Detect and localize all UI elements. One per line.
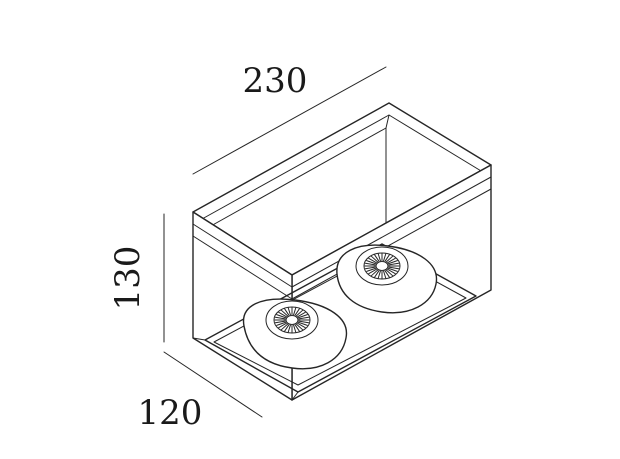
reflector-ray — [274, 316, 286, 320]
reflector-ray — [368, 257, 378, 264]
reflector-ray — [386, 268, 396, 275]
bottom-opening-frame — [204, 243, 477, 393]
reflector-ray — [370, 255, 379, 263]
bottom-opening-inner — [213, 251, 467, 386]
reflector-ray — [366, 267, 377, 272]
height-dimension-label: 130 — [108, 246, 148, 311]
reflector-ray — [297, 321, 308, 326]
reflector-ray — [293, 307, 297, 316]
lamp-left-housing — [242, 298, 348, 370]
reflector-ray — [377, 270, 381, 279]
reflector-ray — [364, 262, 376, 266]
frame-corner-left — [192, 337, 206, 341]
reflector-ray — [385, 269, 394, 277]
housing-rim-lower-line — [192, 127, 387, 237]
reflector-ray — [284, 324, 290, 332]
reflector-ray — [274, 320, 286, 324]
reflector-ray — [287, 307, 291, 316]
reflector-ray — [298, 320, 310, 324]
reflector-ray — [280, 309, 289, 317]
front-band-line-2 — [291, 188, 492, 300]
reflector-ray — [276, 314, 287, 319]
lamp-right-reflector — [355, 246, 409, 286]
left-band-line-1 — [192, 223, 293, 288]
reflector-ray — [296, 311, 306, 318]
reflector-ray — [278, 322, 288, 329]
reflector-ray — [374, 270, 380, 278]
lamp-right-reflector-rays — [364, 253, 400, 279]
reflector-ray — [374, 254, 380, 262]
lamp-right — [336, 244, 438, 314]
reflector-ray — [383, 253, 387, 262]
reflector-ray — [294, 308, 300, 316]
lamp-left-reflector — [265, 300, 319, 340]
front-band-line-1 — [291, 176, 492, 288]
reflector-ray — [388, 266, 400, 270]
housing-top-rim-line — [192, 114, 390, 225]
depth-dimension-label: 120 — [138, 393, 203, 433]
frame-corner-bottom — [291, 391, 299, 401]
length-dimension-line — [192, 66, 387, 175]
reflector-ray — [297, 314, 308, 319]
length-dimension-label: 230 — [243, 61, 308, 101]
reflector-ray — [296, 322, 306, 329]
reflector-ray — [287, 324, 291, 333]
reflector-ray — [387, 267, 398, 272]
reflector-ray — [364, 266, 376, 270]
reflector-ray — [370, 269, 379, 277]
reflector-ray — [384, 270, 390, 278]
reflector-ray — [377, 253, 381, 262]
lamp-left-reflector-rays — [274, 307, 310, 333]
lamp-right-bulb — [375, 261, 389, 271]
reflector-ray — [293, 324, 297, 333]
reflector-ray — [295, 323, 304, 331]
reflector-ray — [384, 254, 390, 262]
reflector-ray — [387, 260, 398, 265]
reflector-ray — [295, 309, 304, 317]
reflector-ray — [298, 316, 310, 320]
reflector-ray — [284, 308, 290, 316]
depth-dimension-line — [163, 351, 263, 418]
reflector-ray — [386, 257, 396, 264]
reflector-ray — [366, 260, 377, 265]
lamp-left-bulb — [285, 315, 299, 325]
lamp-left — [242, 298, 348, 370]
reflector-ray — [276, 321, 287, 326]
housing-right-rim-line — [385, 114, 492, 178]
reflector-ray — [280, 323, 289, 331]
reflector-ray — [278, 311, 288, 318]
reflector-ray — [368, 268, 378, 275]
lamp-left-reflector-inner — [273, 306, 311, 334]
reflector-ray — [385, 255, 394, 263]
left-band-line-2 — [192, 235, 293, 300]
reflector-ray — [383, 270, 387, 279]
reflector-ray — [388, 262, 400, 266]
reflector-ray — [294, 324, 300, 332]
lamp-right-reflector-inner — [363, 252, 401, 280]
